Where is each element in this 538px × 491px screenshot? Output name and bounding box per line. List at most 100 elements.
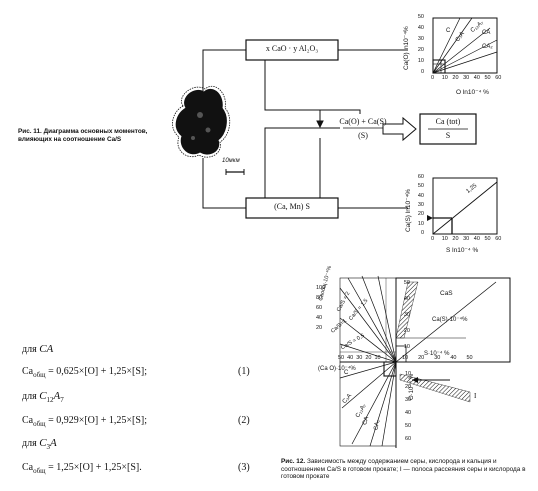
fig12-tick-left: 10 [374,355,381,361]
top-chart-ytick: 10 [417,58,424,64]
formula-2-lhs-sub: общ [33,420,46,428]
box-cao-al2o3 [245,39,339,61]
fig12-tick-top: 30 [403,312,410,318]
fig12-tick-diag: 40 [316,315,323,321]
box-top-label: x CaO · y Al₂O₃ [265,44,319,53]
fig12-cas: CaS [440,290,453,297]
fig12-tick-bottom: 20 [405,384,412,390]
fig12-tick-top: 10 [403,344,410,350]
fig12-caption: Рис. 12. Зависимость между содержанием с… [281,458,529,481]
formula-3-label: для C3A [22,437,57,451]
fig12-tick-left: 50 [338,355,345,361]
fig12-tick-right: 50 [466,355,473,361]
inclusion-blob [172,85,231,158]
bottom-chart-ytick: 40 [417,192,424,199]
bottom-chart-ytick: 50 [417,183,424,190]
bottom-chart-xtick: 20 [452,236,459,242]
box-ca-mn-s [245,197,339,219]
fig11-diagram [172,17,498,235]
bottom-chart-xtick: 30 [463,236,470,242]
fig12-tick-bottom: 50 [405,423,412,429]
top-chart-xtick: 50 [484,75,491,81]
fig12-ticks-top: 50 40 30 20 10 [396,275,410,355]
fig12-tick-right: 30 [434,355,441,361]
fig12-tick-left: 20 [365,355,372,361]
formula-2-number: (2) [238,415,250,426]
formula-2-label: для C12A7 [22,390,64,404]
bottom-chart-ylabel: Ca(S) ln10⁻⁴% [405,188,412,232]
scale-label: 10мкм [222,158,240,164]
fig12-tick-diag: 20 [316,325,323,331]
top-line-C: C [446,28,451,34]
bottom-chart-ytick: 10 [417,220,424,227]
fig12-caption-text: Зависимость между содержанием серы, кисл… [281,458,526,481]
top-line-CA2: CA₂ [482,44,493,50]
formula-2: Caобщ = 0,929×[O] + 1,25×[S]; [22,415,147,428]
fig11-caption-label: Рис. 11. [18,128,42,135]
formula-1-lhs: Ca [22,366,34,377]
fig12-tick-diag: 100 [316,285,326,291]
fig12-label-C: C [344,370,349,376]
formula-2-label-sub2: 7 [60,396,64,404]
formula-3-number: (3) [238,462,250,473]
fig12-band-label: I [474,392,477,400]
formula-3: Caобщ = 1,25×[O] + 1,25×[S]. [22,462,142,475]
formula-2-label-pre: для [22,391,40,402]
formula-3-lhs-sub: общ [33,467,46,475]
formula-2-label-sub: 12 [46,396,54,404]
bottom-chart-xtick: 10 [441,236,448,242]
fig12-tick-bottom: 40 [405,410,412,416]
bottom-chart-ytick: 30 [417,201,424,208]
formula-1-label: для CA [22,343,53,355]
top-chart-xtick: 60 [495,75,502,81]
formula-2-rhs: = 0,929×[O] + 1,25×[S]; [45,415,148,426]
fig12-ticks-bottom: 10 20 30 40 50 60 [405,368,417,446]
formula-3-label-main: C [39,437,47,449]
formula-1-label-main: CA [39,343,54,355]
top-chart-xtick: 30 [463,75,470,81]
formula-1-lhs-sub: общ [33,371,46,379]
fig12-tick-right: 40 [450,355,457,361]
top-chart-xtick: 40 [473,75,480,81]
fig12-tick-bottom: 10 [405,371,412,377]
box-right-denominator: S [445,131,451,140]
formula-1-rhs: = 0,625×[O] + 1,25×[S]; [45,366,148,377]
fig12-tick-diag: 60 [316,305,323,311]
fig11-connectors [202,49,417,209]
fig12-tick-top: 20 [403,328,410,334]
fig12-tick-diag: 80 [316,295,323,301]
top-chart-ytick: 40 [417,25,424,31]
fig12-tick-top: 50 [403,280,410,286]
bottom-chart-ytick: 60 [417,174,424,180]
bottom-chart-xtick: 40 [473,236,480,242]
formula-3-rhs: = 1,25×[O] + 1,25×[S]. [45,462,142,473]
fig12-ca-o-axis: (Ca O)·10⁻⁴% [318,366,356,372]
fig12-tick-top: 40 [403,296,410,302]
bottom-chart-ytick: 20 [417,211,424,218]
fig12-tick-bottom: 60 [405,436,412,442]
top-chart-xtick: 20 [452,75,459,81]
fig12-tick-left: 30 [356,355,363,361]
box-middle-denominator: (S) [358,131,368,140]
fig11-bottom-chart [427,177,498,235]
fig12-s-axis: S·10⁻⁴ % [424,351,450,357]
fig12-caption-label: Рис. 12. [281,458,306,465]
fig12-tick-left: 40 [347,355,354,361]
top-chart-ytick: 20 [417,47,424,53]
formula-1: Caобщ = 0,625×[O] + 1,25×[S]; [22,366,147,379]
fig12-ca-s-axis: Ca(S)·10⁻⁴% [432,317,468,323]
formula-3-label-sub: 3 [46,443,51,451]
top-chart-ylabel: Ca(O) ln10⁻⁴% [403,26,410,70]
fig12-tick-bottom: 30 [405,397,412,403]
formula-1-number: (1) [238,366,250,377]
formula-2-label-main: C [39,390,47,402]
formula-2-label-rest: A [53,390,61,402]
fig11-caption-text: Диаграмма основных моментов, влияющих на… [18,128,148,143]
box-bottom-label: (Ca, Mn) S [274,202,310,211]
fig12-diagram [339,275,511,448]
top-chart-ytick: 50 [417,14,424,20]
bottom-chart-xtick: 60 [495,236,502,242]
formula-3-label-rest: A [50,437,57,449]
